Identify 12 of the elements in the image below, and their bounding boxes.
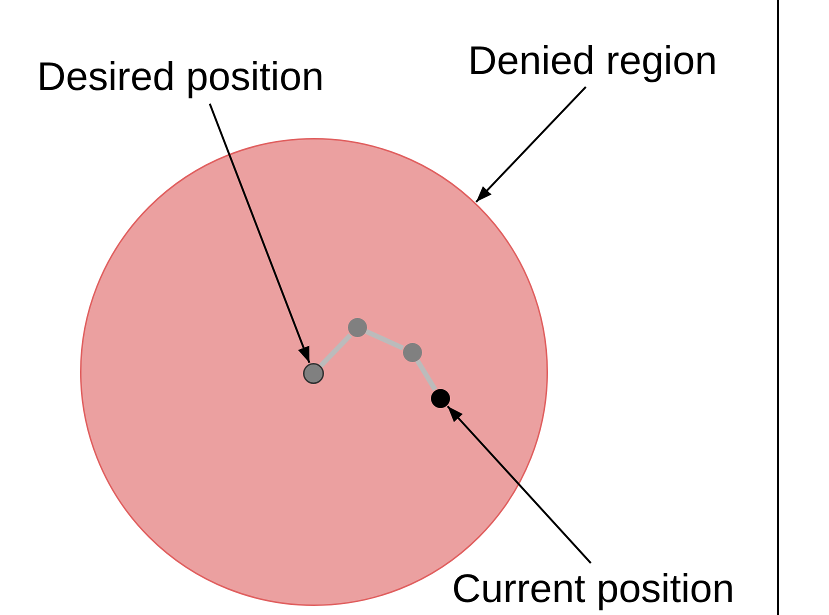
waypoint-dot <box>348 318 367 337</box>
leader-arrow <box>475 86 587 203</box>
path-segment <box>415 359 438 391</box>
callout-text: Current position <box>452 566 777 612</box>
waypoint-dot <box>403 343 422 362</box>
path-segment <box>365 329 404 350</box>
callout-text: Desired position <box>37 54 362 100</box>
leader-arrow <box>208 103 310 364</box>
leader-arrow <box>446 406 592 564</box>
position-dot <box>431 389 450 408</box>
callout-text: Denied region <box>468 38 753 84</box>
path-segment <box>318 333 352 368</box>
